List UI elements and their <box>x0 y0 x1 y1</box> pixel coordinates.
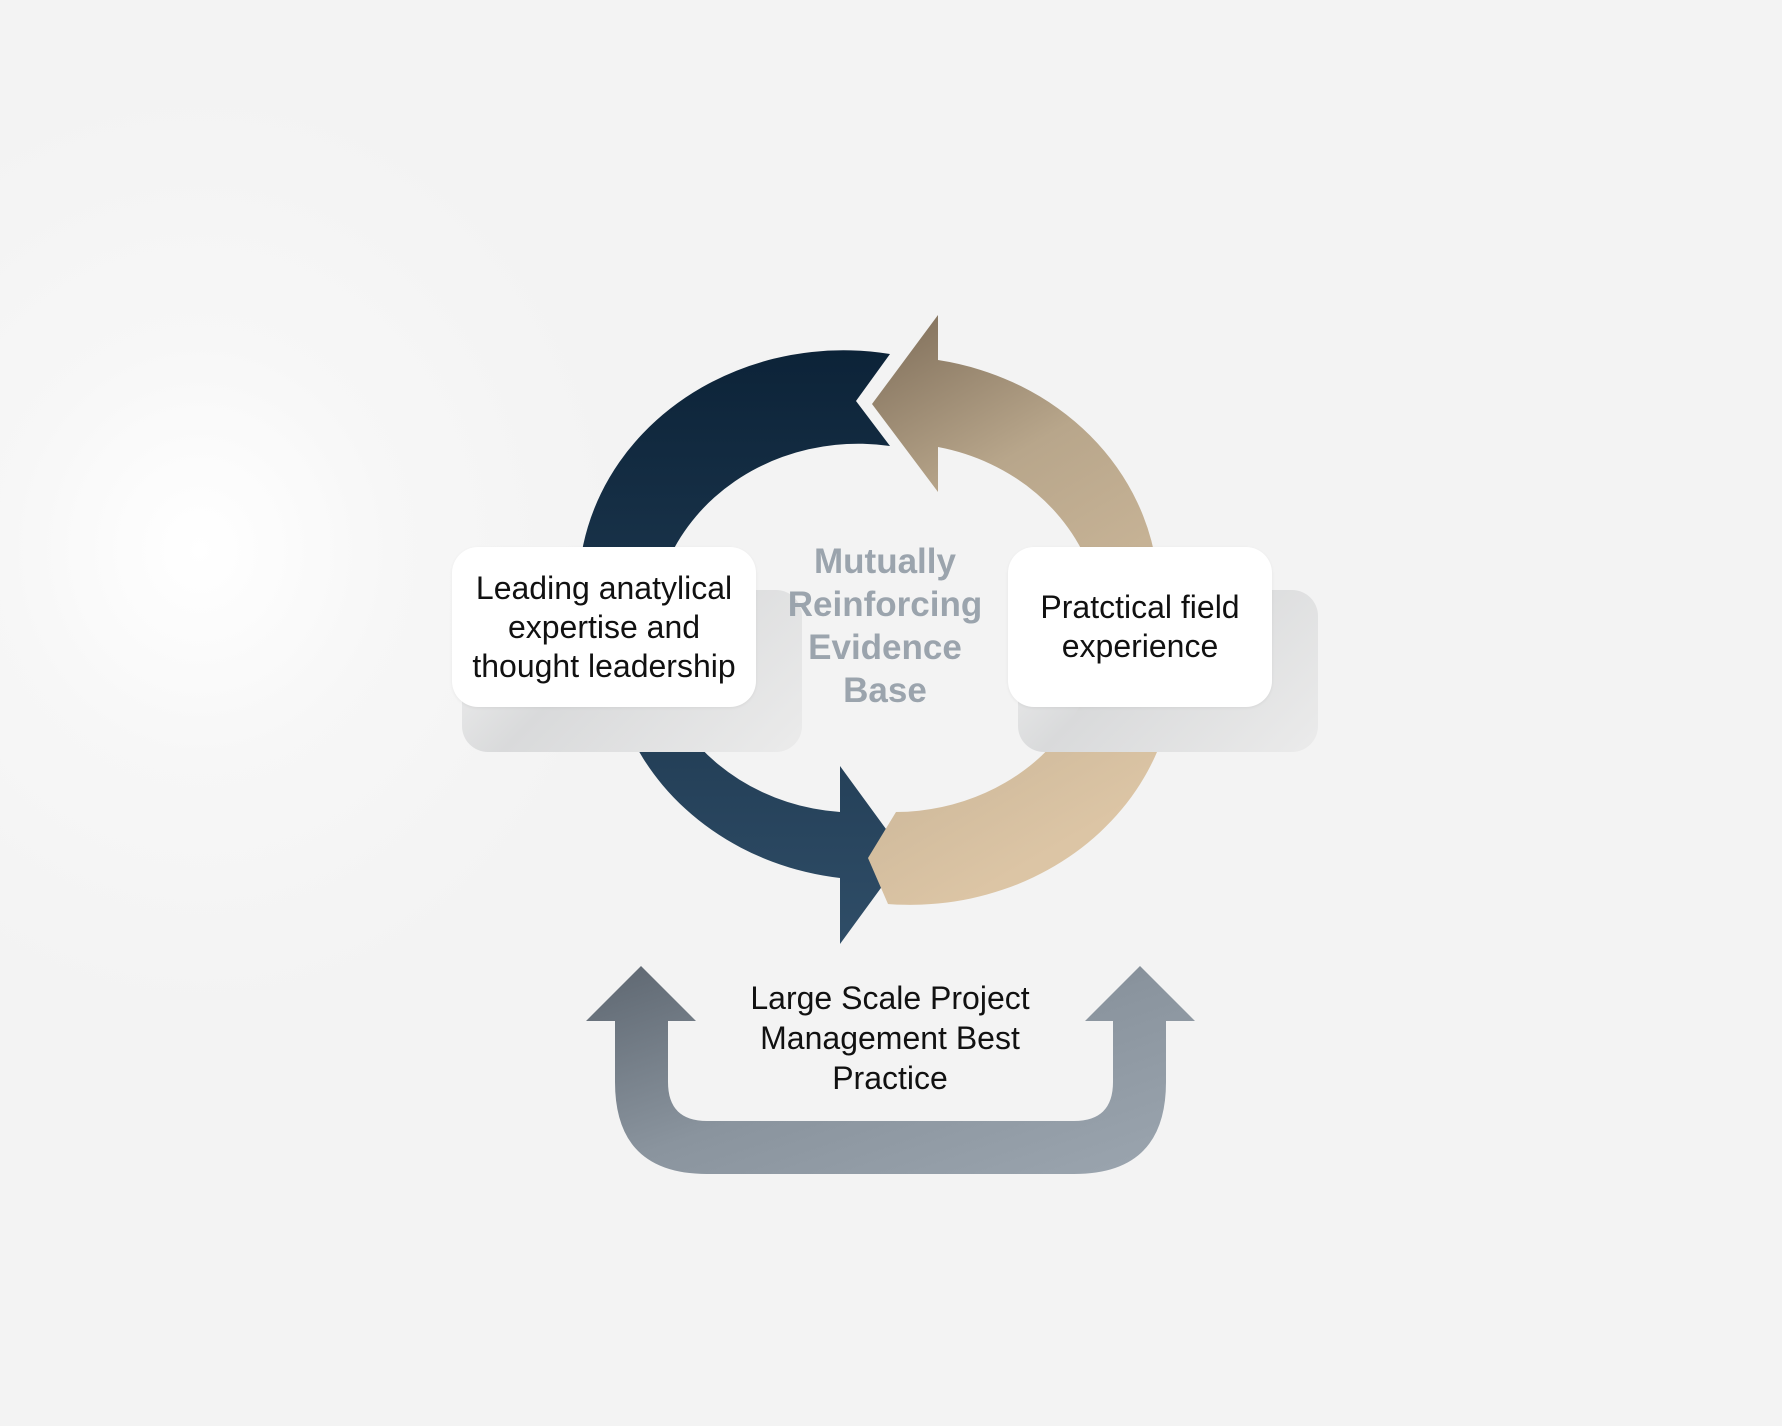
left-card: Leading anatylical expertise and thought… <box>452 547 756 707</box>
bottom-label: Large Scale Project Management Best Prac… <box>750 980 1030 1096</box>
left-card-text: Leading anatylical expertise and thought… <box>472 569 736 684</box>
left-cycle-arrow <box>578 350 905 945</box>
center-label: Mutually Reinforcing Evidence Base <box>787 542 983 710</box>
bottom-u-arrow <box>586 966 1195 1174</box>
right-cycle-arrow <box>868 315 1176 905</box>
right-card-text: Pratctical field experience <box>1040 589 1240 664</box>
right-card: Pratctical field experience <box>1008 547 1272 707</box>
